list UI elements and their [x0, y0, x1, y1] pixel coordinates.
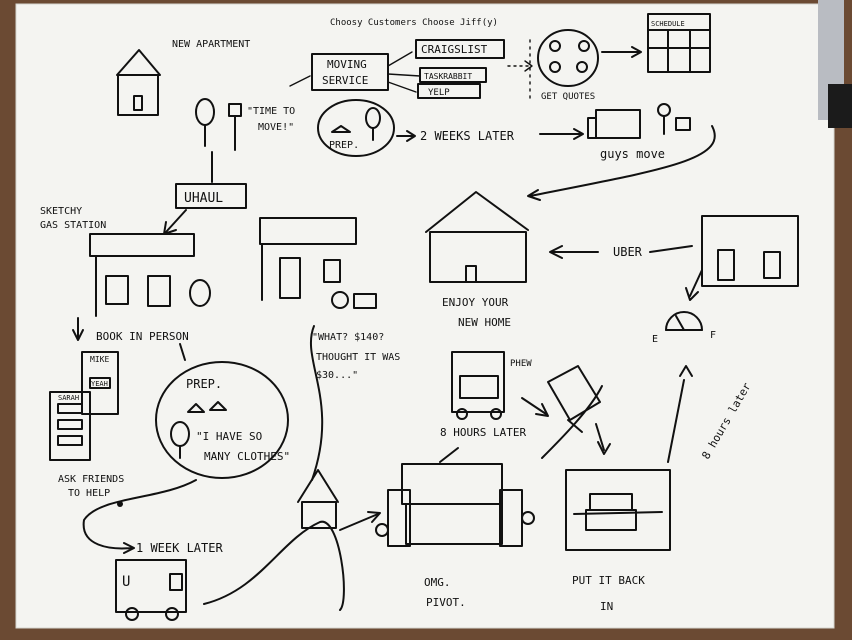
ask-friends-label: ASK FRIENDS TO HELP	[58, 474, 130, 499]
fuel-gauge-icon	[665, 311, 703, 331]
phone-mike-icon	[81, 351, 119, 415]
choosy-customers-label: Choosy Customers Choose Jiff(y)	[330, 18, 498, 28]
book-in-person-label: BOOK IN PERSON	[96, 330, 189, 343]
time-to-move-label: "TIME TO MOVE!"	[247, 106, 301, 133]
yelp-box	[417, 83, 481, 99]
gauge-e-label: E	[652, 334, 658, 345]
enjoy-new-home-label: ENJOY YOUR NEW HOME	[442, 296, 515, 329]
two-weeks-later-label: 2 WEEKS LATER	[420, 129, 515, 143]
tilted-couch-icon	[547, 365, 601, 433]
truck-couch-icon	[451, 351, 505, 420]
moving-service-label: MOVING SERVICE	[322, 58, 373, 87]
eight-hours-later-label: 8 HOURS LATER	[440, 426, 526, 439]
guys-move-label: guys move	[600, 147, 665, 161]
phone-sarah-icon	[49, 391, 91, 461]
omg-pivot-label: OMG. PIVOT.	[424, 576, 466, 609]
mover-icon	[657, 103, 691, 135]
station-building-icon	[259, 217, 377, 309]
craigslist-box	[415, 39, 505, 59]
so-many-clothes-label: "I HAVE SO MANY CLOTHES"	[196, 430, 290, 463]
mike-label: MIKE	[90, 355, 109, 364]
prep-top-circle	[317, 99, 395, 157]
put-back-box	[565, 469, 671, 551]
uhaul-label: UHAUL	[184, 191, 223, 206]
moving-service-box	[311, 53, 389, 91]
apartment-house-icon	[116, 49, 161, 116]
schedule-label: SCHEDULE	[651, 20, 685, 28]
truck-u-label: U	[122, 574, 130, 590]
uhaul-box	[175, 183, 247, 209]
one-week-later-label: 1 WEEK LATER	[136, 541, 223, 555]
uhaul-truck-icon	[115, 559, 187, 621]
yeah-label: YEAH	[91, 380, 108, 388]
quotes-blob	[537, 29, 599, 87]
gas-station-icon	[89, 233, 211, 317]
couple-icon	[195, 98, 242, 151]
craigslist-label: CRAIGSLIST	[421, 43, 488, 56]
small-house-icon	[297, 469, 339, 529]
gauge-f-label: F	[710, 330, 716, 341]
schedule-grid	[647, 13, 711, 73]
prep-top-label: PREP.	[329, 140, 359, 151]
prep-mid-label: PREP.	[186, 377, 222, 391]
taskrabbit-label: TASKRABBIT	[424, 72, 472, 81]
taskrabbit-box	[419, 67, 487, 83]
couch-icon	[375, 463, 535, 547]
phew-label: PHEW	[510, 359, 532, 369]
yelp-label: YELP	[428, 88, 450, 98]
moving-truck-icon	[587, 109, 641, 139]
storage-building-icon	[701, 215, 799, 287]
put-it-back-label: PUT IT BACK IN	[572, 574, 651, 613]
new-home-icon	[425, 191, 529, 283]
paper-sheet	[15, 3, 835, 629]
sketchy-gas-station-label: SKETCHY GAS STATION	[40, 206, 106, 231]
pen-cap	[828, 84, 852, 128]
prep-mid-circle	[155, 361, 289, 479]
new-apartment-label: NEW APARTMENT	[172, 39, 250, 50]
sarah-label: SARAH	[58, 394, 79, 402]
get-quotes-label: GET QUOTES	[541, 92, 595, 102]
what-140-label: "WHAT? $140? THOUGHT IT WAS $30..."	[312, 332, 406, 381]
uber-label: UBER	[613, 245, 643, 259]
